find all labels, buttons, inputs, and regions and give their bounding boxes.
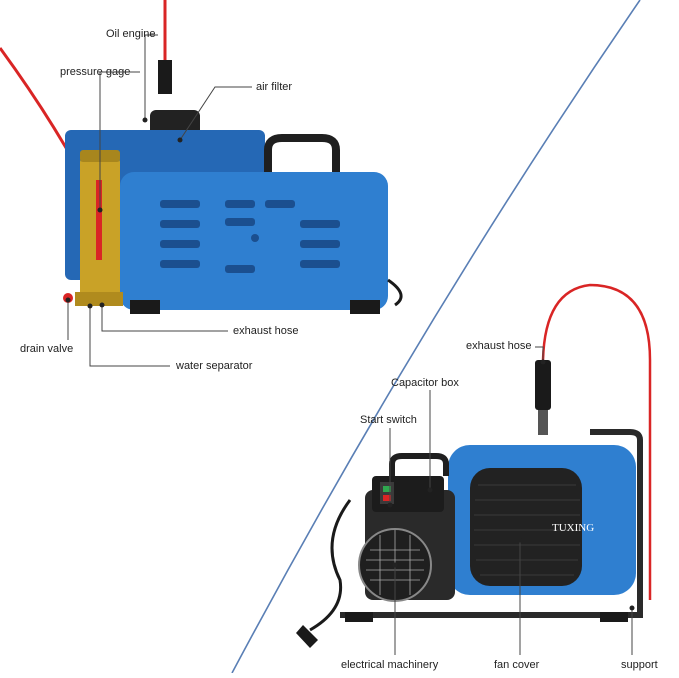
label-capacitor-box: Capacitor box bbox=[391, 377, 459, 389]
support-frame bbox=[340, 429, 643, 618]
label-oil-engine: Oil engine bbox=[106, 28, 156, 40]
carry-handle bbox=[264, 134, 340, 172]
label-electrical-machinery: electrical machinery bbox=[341, 659, 439, 671]
leader-dots-top bbox=[65, 117, 183, 309]
fan-grille bbox=[474, 484, 580, 576]
leader-dots-bottom bbox=[387, 359, 635, 611]
hose-connector bbox=[538, 410, 548, 435]
start-switch-red bbox=[383, 495, 391, 501]
label-support: support bbox=[621, 659, 658, 671]
fan-cover bbox=[470, 468, 582, 586]
bottom-handle bbox=[389, 453, 449, 476]
foot-right bbox=[350, 300, 380, 314]
body-screw bbox=[251, 234, 259, 242]
bottom-foot-left bbox=[345, 612, 373, 622]
label-air-filter: air filter bbox=[256, 81, 293, 93]
oil-engine-fitting bbox=[158, 60, 172, 94]
foot-left bbox=[130, 300, 160, 314]
start-switch-green bbox=[383, 486, 391, 492]
label-exhaust-hose-bottom: exhaust hose bbox=[466, 340, 532, 352]
label-fan-cover: fan cover bbox=[494, 659, 540, 671]
label-drain-valve: drain valve bbox=[20, 343, 74, 355]
power-cable bbox=[309, 499, 352, 632]
pressure-gage-tube bbox=[96, 180, 102, 260]
exhaust-hose bbox=[541, 283, 652, 600]
label-exhaust-hose-top: exhaust hose bbox=[233, 325, 299, 337]
compressor-bottom-view: TUXING bbox=[296, 283, 652, 655]
bottom-foot-right bbox=[600, 612, 628, 622]
leader-lines-top bbox=[67, 34, 252, 367]
leader-lines-bottom bbox=[389, 346, 633, 655]
vent-slots bbox=[160, 200, 340, 273]
power-plug bbox=[296, 625, 318, 648]
label-water-separator: water separator bbox=[176, 360, 253, 372]
brand-logo: TUXING bbox=[552, 522, 594, 534]
label-pressure-gage: pressure gage bbox=[60, 66, 131, 78]
compressor-top-view bbox=[0, 0, 403, 367]
label-start-switch: Start switch bbox=[360, 414, 417, 426]
power-cable-top bbox=[387, 278, 403, 307]
divider-curve bbox=[231, 0, 641, 674]
hose-fitting bbox=[535, 360, 551, 410]
water-separator-base bbox=[75, 292, 123, 306]
